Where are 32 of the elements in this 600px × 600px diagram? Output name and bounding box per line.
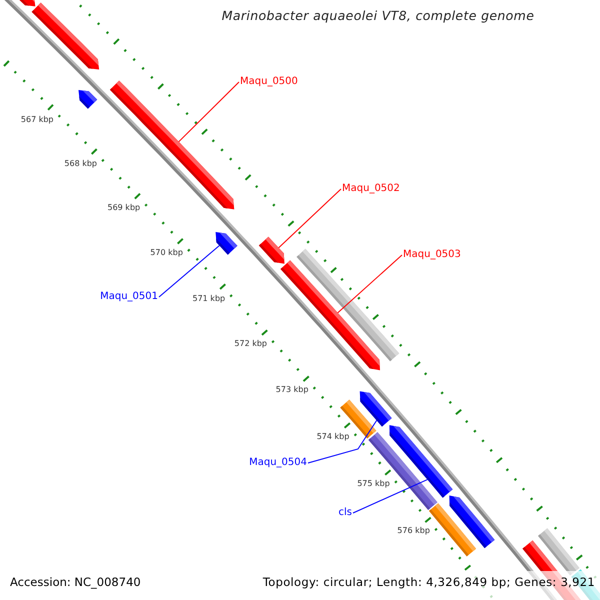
leader-line <box>352 479 428 514</box>
gene-feature <box>216 232 238 255</box>
scale-label: 575 kbp <box>357 479 390 489</box>
leader-line <box>308 420 378 464</box>
scale-label: 569 kbp <box>108 204 140 214</box>
gene-feature <box>32 2 100 70</box>
leader-line <box>158 245 220 298</box>
gene-label: cls <box>338 507 352 519</box>
gene-label: Maqu_0500 <box>240 76 298 88</box>
leader-line <box>337 254 402 314</box>
gene-label: Maqu_0501 <box>100 291 158 303</box>
scale-label: 568 kbp <box>64 158 97 168</box>
scale-label: 573 kbp <box>276 386 308 396</box>
leader-line <box>178 82 240 142</box>
scale-label: 572 kbp <box>234 340 267 350</box>
gene-feature <box>20 0 36 6</box>
feature-bar <box>429 503 476 556</box>
gene-feature <box>258 236 284 264</box>
leader-line <box>278 188 342 248</box>
gene-label: Maqu_0504 <box>249 457 307 469</box>
footer-text: Accession: NC_008740 <box>10 576 141 590</box>
footer-text: Topology: circular; Length: 4,326,849 bp; Genes: 3,921 <box>262 576 595 590</box>
gene-label: Maqu_0502 <box>342 183 400 195</box>
scale-label: 567 kbp <box>20 114 54 124</box>
scale-label: 576 kbp <box>397 526 430 536</box>
gene-label: Maqu_0503 <box>403 249 461 261</box>
scale-label: 574 kbp <box>316 432 350 442</box>
scale-label: 570 kbp <box>150 248 183 258</box>
diagram-title: Marinobacter aquaeolei VT8, complete genome <box>222 8 534 23</box>
feature-bar <box>296 248 400 362</box>
scale-label: 571 kbp <box>192 294 226 304</box>
gene-feature <box>78 90 98 109</box>
